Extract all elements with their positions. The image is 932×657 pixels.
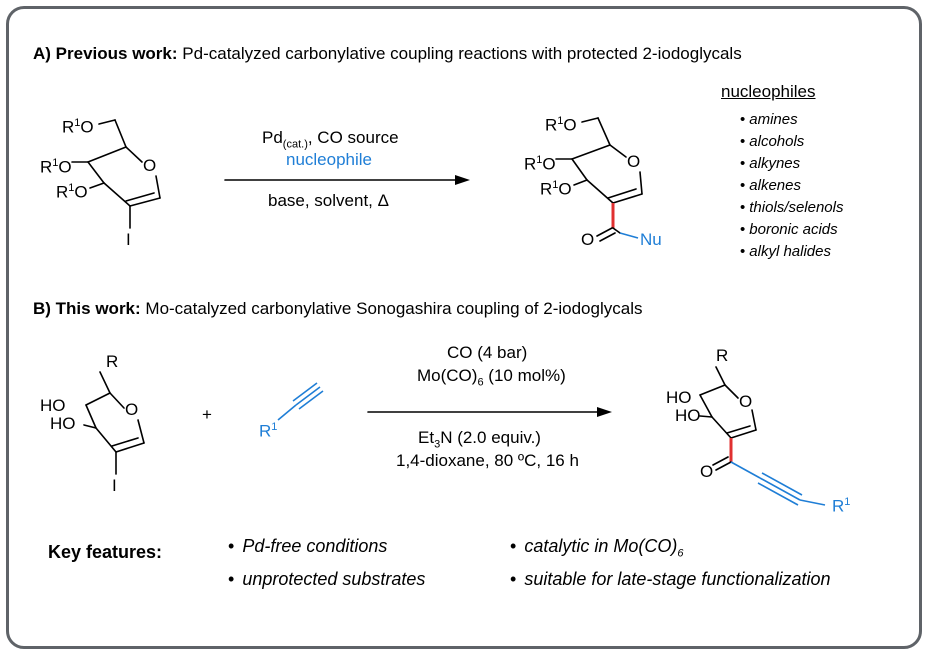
arrow-a-nucleophile: nucleophile xyxy=(286,150,373,169)
section-b-title: Mo-catalyzed carbonylative Sonogashira c… xyxy=(145,299,643,318)
arrow-b-catalyst: Mo(CO)6 (10 mol%) xyxy=(417,366,566,389)
nucleophile-item: amines xyxy=(740,111,797,128)
product-a-R1O-low: R1O xyxy=(540,179,572,199)
nucleophile-item: alkynes xyxy=(740,155,800,172)
reactant-a-R1O-mid: R1O xyxy=(40,157,72,177)
nucleophile-item: alkenes xyxy=(740,177,801,194)
product-b-ring-O: O xyxy=(739,392,753,411)
product-a-structure xyxy=(555,117,643,242)
product-a-ring-O: O xyxy=(627,152,641,171)
nucleophiles-heading: nucleophiles xyxy=(721,82,816,101)
reactant-b-ring-O: O xyxy=(125,400,139,419)
reactant-b-R: R xyxy=(106,352,119,371)
feature-item: catalytic in Mo(CO)6 xyxy=(510,536,683,560)
reactant-b-iodine: I xyxy=(112,476,117,495)
alkyne-structure xyxy=(277,382,324,421)
key-features-label: Key features: xyxy=(48,542,163,562)
reactant-a-R1O-low: R1O xyxy=(56,182,88,202)
nucleophile-item: alcohols xyxy=(740,133,804,150)
feature-item: unprotected substrates xyxy=(228,569,425,590)
feature-item: suitable for late-stage functionalizatio… xyxy=(510,569,830,590)
arrow-b-base: Et3N (2.0 equiv.) xyxy=(418,428,541,451)
product-a-Nu: Nu xyxy=(640,230,662,249)
section-b-header: B) This work: Mo-catalyzed carbonylative… xyxy=(33,299,642,319)
arrow-b-solvent: 1,4-dioxane, 80 ºC, 16 h xyxy=(396,451,579,470)
nucleophile-item: boronic acids xyxy=(740,221,837,238)
reactant-a-ring-O: O xyxy=(143,156,157,175)
product-a-R1O-mid: R1O xyxy=(524,154,556,174)
arrow-a-catalyst: Pd(cat.), CO source xyxy=(262,128,399,151)
product-b-structure xyxy=(699,366,826,506)
product-a-carbonyl-O: O xyxy=(581,230,595,249)
alkyne-R1: R1 xyxy=(259,421,278,441)
arrow-a-head xyxy=(455,175,470,185)
product-b-HO-low: HO xyxy=(675,406,701,425)
plus-sign: + xyxy=(202,405,212,424)
feature-item: Pd-free conditions xyxy=(228,536,387,557)
reactant-b-HO-low: HO xyxy=(50,414,76,433)
section-a-title: Pd-catalyzed carbonylative coupling reac… xyxy=(182,44,742,63)
section-a-header: A) Previous work: Pd-catalyzed carbonyla… xyxy=(33,44,742,64)
nucleophile-item: thiols/selenols xyxy=(740,199,843,216)
product-a-R1O-top: R1O xyxy=(545,115,577,135)
product-b-carbonyl-O: O xyxy=(700,462,714,481)
reactant-a-structure xyxy=(71,119,161,229)
arrow-b-co: CO (4 bar) xyxy=(447,343,528,362)
reactant-a-iodine: I xyxy=(126,230,131,249)
reactant-b-structure xyxy=(83,371,145,475)
figure-frame xyxy=(6,6,922,649)
section-b-label: B) This work: xyxy=(33,299,141,318)
arrow-b-head xyxy=(597,407,612,417)
section-a-label: A) Previous work: xyxy=(33,44,178,63)
reactant-a-R1O-top: R1O xyxy=(62,117,94,137)
product-b-R1: R1 xyxy=(832,496,851,516)
reactant-b-HO-top: HO xyxy=(40,396,66,415)
nucleophile-item: alkyl halides xyxy=(740,243,831,260)
product-b-R: R xyxy=(716,346,729,365)
arrow-a-conditions: base, solvent, Δ xyxy=(268,191,389,210)
product-b-HO-top: HO xyxy=(666,388,692,407)
